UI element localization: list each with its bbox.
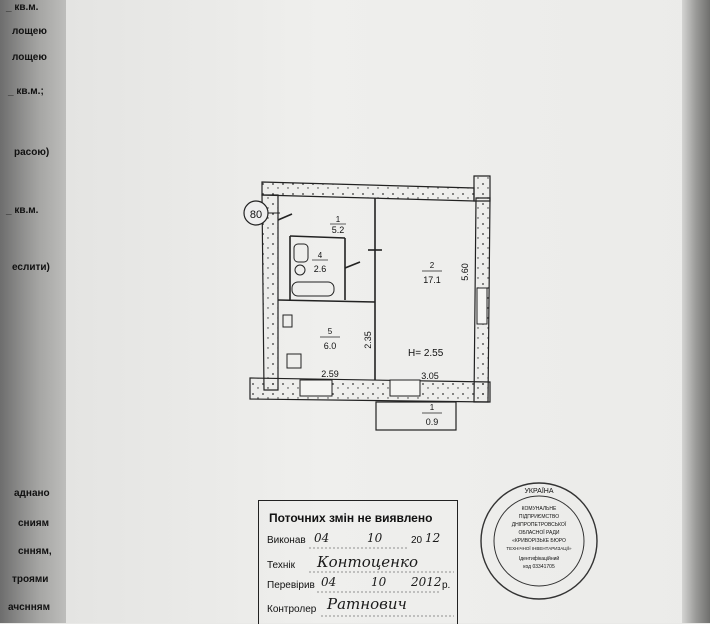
dimension-height-right: 5.60: [460, 263, 470, 281]
room-5-area: 6.0: [324, 341, 337, 351]
left-page-strip: _ кв.м. лощею лощею _ кв.м.; расою) _ кв…: [0, 0, 66, 623]
balcony-number: 1: [430, 403, 435, 412]
seal-line: ТЕХНІЧНОЇ ІНВЕНТАРИЗАЦІЇ»: [506, 545, 572, 551]
partition-bath-top: [289, 235, 346, 239]
strip-line: лощею: [12, 52, 47, 63]
seal-line: ОБЛАСНОЇ РАДИ: [518, 529, 559, 536]
seal-country: УКРАЇНА: [524, 487, 553, 495]
room-4-area: 2.6: [314, 264, 327, 274]
strip-line: лощею: [12, 26, 47, 37]
strip-line: троями: [12, 574, 49, 585]
executed-year: 12: [425, 531, 441, 545]
executed-year-prefix: 20: [411, 535, 423, 546]
dimension-height-mid: 2.35: [363, 331, 373, 349]
toilet: [294, 264, 306, 276]
dimension-width-right: 3.05: [421, 371, 439, 381]
dimension-width-left: 2.59: [321, 369, 339, 379]
ceiling-height: H= 2.55: [408, 348, 444, 359]
washbasin: [293, 243, 309, 263]
technician-label: Технік: [267, 560, 296, 571]
technician-signature: Контоценко: [317, 553, 418, 571]
wall-bottom: [249, 377, 491, 403]
seal-line: «КРИВОРІЗЬКЕ БЮРО: [512, 538, 566, 544]
executed-label: Виконав: [267, 535, 306, 546]
strip-line: расою): [14, 147, 50, 158]
document-sheet: [62, 0, 710, 623]
strip-line: _ кв.м.: [6, 2, 39, 13]
strip-line: снням,: [18, 546, 52, 557]
strip-line: еслити): [12, 262, 50, 273]
seal-line: код 03341705: [523, 564, 555, 570]
door-mark: [277, 213, 293, 221]
checked-day: 04: [321, 575, 337, 589]
room-5-number: 5: [328, 327, 333, 336]
room-2-number: 2: [430, 261, 435, 270]
checked-year: 2012: [411, 575, 442, 589]
balcony: [375, 401, 457, 431]
room-1-number: 1: [336, 215, 341, 224]
stamp-title: Поточних змін не виявлено: [269, 511, 433, 525]
building-number: 80: [250, 209, 262, 221]
wall-right-stub: [473, 175, 491, 202]
strip-line: _ кв.м.: [6, 205, 39, 216]
controller-label: Контролер: [267, 604, 317, 615]
bathtub: [291, 281, 335, 297]
inspection-stamp: Поточних змін не виявлено Виконав 04 10 …: [258, 500, 458, 624]
partition-kitchen: [277, 299, 376, 303]
window-bottom-left: [299, 379, 333, 397]
window-bottom-right: [389, 379, 421, 397]
stamp-lines: [309, 547, 454, 617]
stove: [286, 353, 302, 369]
window-right: [476, 287, 488, 325]
seal-line: ДНІПРОПЕТРОВСЬКОЇ: [512, 521, 567, 528]
checked-label: Перевірив: [267, 580, 315, 591]
wall-left: [261, 194, 279, 391]
strip-line: ачснням: [8, 602, 50, 613]
seal-line: Ідентифікаційний: [519, 555, 560, 562]
strip-line: аднано: [14, 488, 50, 499]
sink: [282, 314, 293, 328]
controller-signature: Ратнович: [327, 595, 407, 613]
official-seal: УКРАЇНА КОМУНАЛЬНЕ ПІДПРИЄМСТВО ДНІПРОПЕ…: [480, 482, 598, 600]
seal-line: КОМУНАЛЬНЕ: [522, 506, 557, 512]
right-page-edge: [682, 0, 710, 623]
checked-suffix: р.: [442, 580, 451, 591]
strip-line: _ кв.м.;: [8, 86, 44, 97]
balcony-area: 0.9: [426, 417, 439, 427]
room-4-number: 4: [318, 251, 323, 260]
room-2-area: 17.1: [423, 275, 441, 285]
wall-top: [261, 181, 475, 202]
strip-line: сниям: [18, 518, 49, 529]
checked-month: 10: [371, 575, 387, 589]
room-1-area: 5.2: [332, 225, 345, 235]
executed-day: 04: [314, 531, 330, 545]
seal-line: ПІДПРИЄМСТВО: [519, 514, 559, 520]
executed-month: 10: [367, 531, 383, 545]
door-mark: [344, 261, 361, 269]
